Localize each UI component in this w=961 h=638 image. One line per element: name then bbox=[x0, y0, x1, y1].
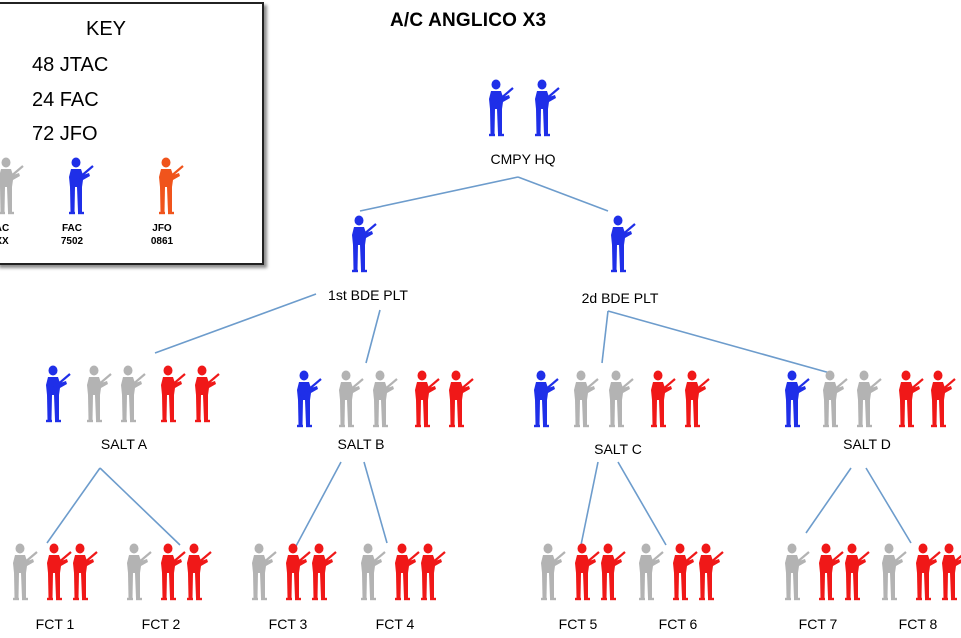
salt-a-jfo-figure-2 bbox=[190, 365, 220, 428]
key-label-jtac-code: XX bbox=[0, 236, 9, 247]
fct7-jtac-figure bbox=[780, 543, 810, 606]
fct2-jfo-figure-1 bbox=[156, 543, 186, 606]
salt-c-jtac-figure-2 bbox=[604, 370, 634, 433]
salt-b-jfo-figure-2 bbox=[444, 370, 474, 433]
node-label-salt-a: SALT A bbox=[100, 436, 148, 452]
fct3-jfo-figure-2 bbox=[307, 543, 337, 606]
fct4-jfo-figure-1 bbox=[390, 543, 420, 606]
salt-c-jfo-figure-1 bbox=[646, 370, 676, 433]
fct8-jfo-figure-1 bbox=[911, 543, 941, 606]
plt2-fac-figure bbox=[606, 215, 636, 278]
fct4-jfo-figure-2 bbox=[416, 543, 446, 606]
node-label-plt2: 2d BDE PLT bbox=[581, 290, 659, 306]
connector-saltd-fct8 bbox=[865, 467, 912, 544]
connector-saltb-fct4 bbox=[363, 461, 388, 544]
node-label-cmpy-hq: CMPY HQ bbox=[490, 151, 556, 167]
connector-plt1-salta bbox=[154, 293, 317, 354]
connector-plt2-saltd bbox=[607, 310, 831, 374]
fct8-jtac-figure bbox=[877, 543, 907, 606]
fct4-jtac-figure bbox=[356, 543, 386, 606]
node-label-salt-b: SALT B bbox=[337, 436, 385, 452]
key-jfo-figure bbox=[154, 157, 184, 220]
key-label-fac: FAC 7502 bbox=[52, 222, 92, 248]
fct5-jfo-figure-1 bbox=[570, 543, 600, 606]
salt-c-jtac-figure-1 bbox=[569, 370, 599, 433]
connector-hq-plt2 bbox=[517, 176, 609, 212]
fct7-jfo-figure-2 bbox=[840, 543, 870, 606]
salt-a-jtac-figure-1 bbox=[82, 365, 112, 428]
key-jtac-figure bbox=[0, 157, 24, 220]
fct2-jfo-figure-2 bbox=[182, 543, 212, 606]
fct1-jtac-figure bbox=[8, 543, 38, 606]
key-heading: KEY bbox=[86, 18, 127, 40]
salt-c-fac-figure bbox=[529, 370, 559, 433]
node-label-fct1: FCT 1 bbox=[35, 616, 75, 632]
key-label-jfo: JFO 0861 bbox=[142, 222, 182, 248]
fct3-jfo-figure-1 bbox=[281, 543, 311, 606]
cmpy-hq-fac-figure-2 bbox=[530, 79, 560, 142]
salt-c-jfo-figure-2 bbox=[680, 370, 710, 433]
node-label-fct7: FCT 7 bbox=[798, 616, 838, 632]
node-label-fct8: FCT 8 bbox=[898, 616, 938, 632]
salt-d-jfo-figure-1 bbox=[894, 370, 924, 433]
salt-d-jfo-figure-2 bbox=[926, 370, 956, 433]
fct1-jfo-figure-2 bbox=[68, 543, 98, 606]
salt-b-jtac-figure-1 bbox=[334, 370, 364, 433]
salt-a-jtac-figure-2 bbox=[116, 365, 146, 428]
key-label-jfo-code: 0861 bbox=[150, 236, 174, 247]
connector-salta-fct2 bbox=[99, 467, 181, 546]
salt-d-jtac-figure-1 bbox=[818, 370, 848, 433]
fct2-jtac-figure bbox=[122, 543, 152, 606]
connector-plt2-saltc bbox=[601, 310, 609, 364]
salt-b-jfo-figure-1 bbox=[410, 370, 440, 433]
connector-salta-fct1 bbox=[46, 467, 101, 544]
fct6-jfo-figure-2 bbox=[694, 543, 724, 606]
node-label-plt1: 1st BDE PLT bbox=[328, 287, 408, 303]
node-label-salt-c: SALT C bbox=[594, 441, 642, 457]
fct8-jfo-figure-2 bbox=[937, 543, 961, 606]
key-label-jtac: AC XX bbox=[0, 222, 22, 248]
plt1-fac-figure bbox=[347, 215, 377, 278]
key-line-fac: 24 FAC bbox=[32, 89, 99, 111]
key-box: KEY 48 JTAC 24 FAC 72 JFO AC XX FAC 7502… bbox=[0, 2, 264, 265]
fct6-jtac-figure bbox=[634, 543, 664, 606]
fct5-jfo-figure-2 bbox=[596, 543, 626, 606]
salt-b-jtac-figure-2 bbox=[368, 370, 398, 433]
key-label-fac-code: 7502 bbox=[60, 236, 84, 247]
node-label-salt-d: SALT D bbox=[843, 436, 891, 452]
salt-d-fac-figure bbox=[780, 370, 810, 433]
connector-saltc-fct6 bbox=[617, 461, 667, 546]
connector-saltd-fct7 bbox=[805, 467, 852, 534]
fct5-jtac-figure bbox=[536, 543, 566, 606]
fct3-jtac-figure bbox=[247, 543, 277, 606]
cmpy-hq-fac-figure-1 bbox=[484, 79, 514, 142]
node-label-fct6: FCT 6 bbox=[658, 616, 698, 632]
fct7-jfo-figure-1 bbox=[814, 543, 844, 606]
key-line-jtac: 48 JTAC bbox=[32, 54, 109, 76]
salt-a-fac-figure bbox=[41, 365, 71, 428]
fct1-jfo-figure-1 bbox=[42, 543, 72, 606]
connector-plt1-saltb bbox=[365, 309, 381, 364]
node-label-fct2: FCT 2 bbox=[141, 616, 181, 632]
node-label-fct5: FCT 5 bbox=[558, 616, 598, 632]
node-label-fct3: FCT 3 bbox=[268, 616, 308, 632]
salt-b-fac-figure bbox=[292, 370, 322, 433]
connector-hq-plt1 bbox=[359, 176, 519, 212]
page-title: A/C ANGLICO X3 bbox=[390, 10, 547, 31]
salt-a-jfo-figure-1 bbox=[156, 365, 186, 428]
node-label-fct4: FCT 4 bbox=[375, 616, 415, 632]
key-label-jfo-top: JFO bbox=[152, 223, 172, 234]
key-label-jtac-top: AC bbox=[0, 223, 10, 234]
key-line-jfo: 72 JFO bbox=[32, 123, 98, 145]
connector-saltc-fct5 bbox=[580, 461, 599, 546]
connector-saltb-fct3 bbox=[294, 461, 342, 549]
salt-d-jtac-figure-2 bbox=[852, 370, 882, 433]
key-fac-figure bbox=[64, 157, 94, 220]
fct6-jfo-figure-1 bbox=[668, 543, 698, 606]
key-label-fac-top: FAC bbox=[62, 223, 82, 234]
